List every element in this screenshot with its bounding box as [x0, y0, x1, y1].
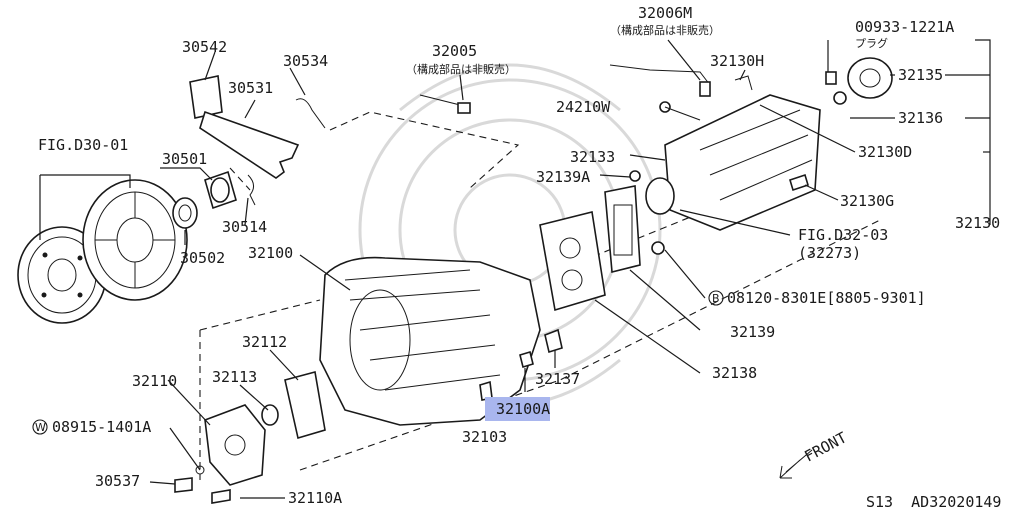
release-bearing — [172, 197, 198, 229]
gasket — [604, 185, 641, 274]
adapter-bore — [559, 237, 581, 259]
lever-spring — [295, 98, 326, 129]
label-30537[interactable]: 30537 — [95, 472, 140, 490]
bearing-sleeve — [204, 170, 237, 210]
note-32005: （構成部品は非販売） — [406, 62, 516, 76]
label-30531[interactable]: 30531 — [228, 79, 273, 97]
adapter-bore-lower — [561, 269, 583, 291]
label-32113[interactable]: 32113 — [212, 368, 257, 386]
b-mark: B — [712, 292, 720, 305]
bolt-32130g — [789, 173, 809, 192]
gasket-window — [613, 204, 633, 256]
connector-32006m — [699, 81, 711, 97]
rear-cover — [204, 404, 266, 486]
bolt-30537 — [174, 477, 193, 493]
w-mark-circle — [32, 419, 48, 435]
note-32006m: （構成部品は非販売） — [610, 23, 720, 37]
label-30501[interactable]: 30501 — [162, 150, 207, 168]
bolt-08120 — [651, 241, 665, 255]
label-30502[interactable]: 30502 — [180, 249, 225, 267]
label-32138[interactable]: 32138 — [712, 364, 757, 382]
label-30514[interactable]: 30514 — [222, 218, 267, 236]
label-32130d[interactable]: 32130D — [858, 143, 912, 161]
plug-32137 — [519, 350, 534, 369]
clutch-cover — [82, 179, 188, 301]
label-30542[interactable]: 30542 — [182, 38, 227, 56]
label-32112[interactable]: 32112 — [242, 333, 287, 351]
front-arrow — [779, 449, 813, 479]
bushing — [833, 91, 847, 105]
diagram-id: S13 AD32020149 — [866, 493, 1001, 510]
plug-32139a — [629, 170, 641, 182]
label-00933-1221a[interactable]: 00933-1221A — [855, 18, 954, 36]
label-32130h[interactable]: 32130H — [710, 52, 764, 70]
label-fig-d32-03[interactable]: FIG.D32-03 — [798, 226, 888, 244]
label-32139[interactable]: 32139 — [730, 323, 775, 341]
label-32103[interactable]: 32103 — [462, 428, 507, 446]
label-32110[interactable]: 32110 — [132, 372, 177, 390]
connector-32005 — [457, 102, 471, 114]
washer — [195, 465, 205, 475]
bracket-32130h — [734, 75, 753, 91]
selected-part-highlight — [485, 397, 550, 421]
label-32110a[interactable]: 32110A — [288, 489, 342, 507]
label-32130g[interactable]: 32130G — [840, 192, 894, 210]
seal-32133 — [645, 177, 675, 215]
switch-32139 — [544, 328, 563, 354]
label-24210w[interactable]: 24210W — [556, 98, 611, 116]
cover-gasket — [284, 371, 326, 440]
label-32100a[interactable]: 32100A — [496, 400, 550, 418]
label-08915-1401a[interactable]: 08915-1401A — [52, 418, 151, 436]
w-mark: W — [35, 421, 46, 434]
label-32130[interactable]: 32130 — [955, 214, 1000, 232]
b-mark-circle — [708, 290, 724, 306]
label-30534[interactable]: 30534 — [283, 52, 328, 70]
dust-boot — [189, 75, 223, 119]
label-fig-d30-01[interactable]: FIG.D30-01 — [38, 136, 128, 154]
withdrawal-lever — [199, 110, 300, 179]
plug — [825, 71, 837, 85]
label-32005[interactable]: 32005 — [432, 42, 477, 60]
leader-lines — [39, 39, 991, 499]
seal-ring — [261, 404, 279, 426]
harness-32006m — [609, 64, 711, 86]
label-32100[interactable]: 32100 — [248, 244, 293, 262]
label-32139a[interactable]: 32139A — [536, 168, 590, 186]
label-08120-8301e[interactable]: 08120-8301E[8805-9301] — [727, 289, 926, 307]
oil-seal — [847, 57, 893, 99]
bolt-32110a — [211, 489, 231, 504]
retainer-clip — [247, 174, 256, 206]
label-32135[interactable]: 32135 — [898, 66, 943, 84]
label-32006m[interactable]: 32006M — [638, 4, 692, 22]
adapter-plate — [539, 211, 606, 312]
label-32137[interactable]: 32137 — [535, 370, 580, 388]
label-32136[interactable]: 32136 — [898, 109, 943, 127]
label-32133[interactable]: 32133 — [570, 148, 615, 166]
label-32273: (32273) — [798, 244, 861, 262]
note-plug: プラグ — [855, 36, 888, 50]
front-label: FRONT — [801, 428, 849, 465]
